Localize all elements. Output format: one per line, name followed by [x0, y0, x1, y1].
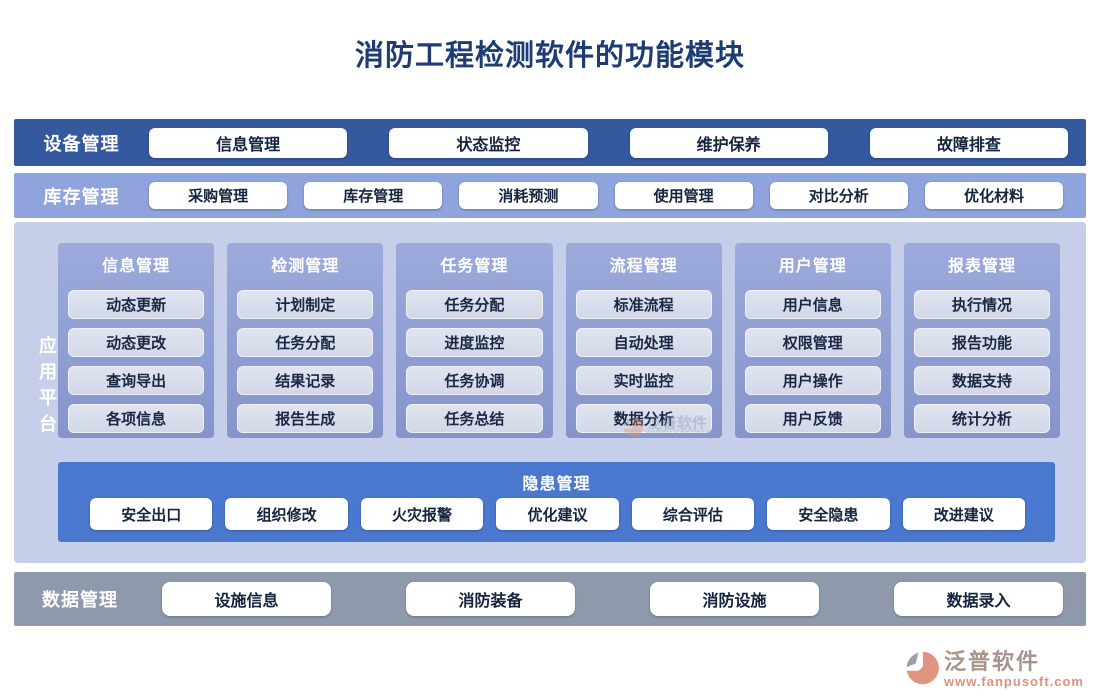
fanpu-logo: 泛普软件 www.fanpusoft.com — [904, 650, 1084, 689]
column-detection-mgmt: 检测管理 计划制定 任务分配 结果记录 报告生成 — [227, 243, 384, 438]
device-item-maintenance[interactable]: 维护保养 — [629, 127, 828, 158]
column-task-mgmt: 任务管理 任务分配 进度监控 任务协调 任务总结 — [396, 243, 553, 438]
process-item-auto-handle[interactable]: 自动处理 — [575, 328, 712, 357]
inventory-item-stock[interactable]: 库存管理 — [304, 182, 443, 209]
hazard-item-improve-suggestion[interactable]: 改进建议 — [902, 498, 1025, 530]
user-item-permission[interactable]: 权限管理 — [744, 328, 881, 357]
data-item-data-entry[interactable]: 数据录入 — [894, 582, 1063, 616]
report-item-data-support[interactable]: 数据支持 — [913, 366, 1051, 395]
data-item-fire-equipment[interactable]: 消防装备 — [406, 582, 575, 616]
report-item-report-function[interactable]: 报告功能 — [913, 328, 1051, 357]
inventory-item-usage[interactable]: 使用管理 — [614, 182, 753, 209]
data-item-facility-info[interactable]: 设施信息 — [162, 582, 331, 616]
column-title: 报表管理 — [947, 258, 1016, 275]
hazard-items: 安全出口 组织修改 火灾报警 优化建议 综合评估 安全隐患 改进建议 — [58, 494, 1055, 530]
inventory-item-purchase[interactable]: 采购管理 — [149, 182, 288, 209]
user-item-info[interactable]: 用户信息 — [744, 290, 881, 319]
column-title: 任务管理 — [440, 258, 509, 275]
hazard-title: 隐患管理 — [522, 476, 591, 493]
info-item-dynamic-update[interactable]: 动态更新 — [68, 290, 205, 319]
column-title: 用户管理 — [778, 258, 847, 275]
user-item-operation[interactable]: 用户操作 — [744, 366, 881, 395]
task-item-assign[interactable]: 任务分配 — [406, 290, 543, 319]
detection-item-report-generate[interactable]: 报告生成 — [237, 404, 374, 433]
hazard-item-org-modify[interactable]: 组织修改 — [225, 498, 348, 530]
process-item-realtime-monitor[interactable]: 实时监控 — [575, 366, 712, 395]
device-item-status-monitor[interactable]: 状态监控 — [389, 127, 588, 158]
info-item-dynamic-change[interactable]: 动态更改 — [68, 328, 205, 357]
hazard-item-safety-hazard[interactable]: 安全隐患 — [767, 498, 890, 530]
hazard-management-section: 隐患管理 安全出口 组织修改 火灾报警 优化建议 综合评估 安全隐患 改进建议 — [58, 462, 1055, 542]
hazard-item-optimize-suggestion[interactable]: 优化建议 — [496, 498, 619, 530]
hazard-item-safety-exit[interactable]: 安全出口 — [90, 498, 213, 530]
logo-name: 泛普软件 — [943, 649, 1040, 674]
device-row-label: 设备管理 — [43, 133, 120, 154]
data-row-items: 设施信息 消防装备 消防设施 数据录入 — [162, 582, 1086, 616]
logo-url: www.fanpusoft.com — [943, 674, 1084, 689]
inventory-item-consumption-forecast[interactable]: 消耗预测 — [459, 182, 598, 209]
logo-text: 泛普软件 www.fanpusoft.com — [943, 649, 1084, 690]
hazard-item-comprehensive-eval[interactable]: 综合评估 — [631, 498, 755, 530]
inventory-row-label: 库存管理 — [43, 186, 120, 207]
hazard-item-fire-alarm[interactable]: 火灾报警 — [360, 498, 484, 530]
info-item-query-export[interactable]: 查询导出 — [68, 366, 205, 395]
task-item-progress-monitor[interactable]: 进度监控 — [406, 328, 543, 357]
detection-item-result-record[interactable]: 结果记录 — [237, 366, 374, 395]
device-item-info-mgmt[interactable]: 信息管理 — [149, 127, 348, 158]
device-management-row: 设备管理 信息管理 状态监控 维护保养 故障排查 — [14, 119, 1086, 166]
detection-item-plan[interactable]: 计划制定 — [237, 290, 374, 319]
inventory-row-items: 采购管理 库存管理 消耗预测 使用管理 对比分析 优化材料 — [149, 182, 1086, 209]
process-item-data-analysis[interactable]: 数据分析 — [575, 404, 712, 433]
task-item-summary[interactable]: 任务总结 — [406, 404, 543, 433]
device-item-troubleshooting[interactable]: 故障排查 — [869, 127, 1068, 158]
column-report-mgmt: 报表管理 执行情况 报告功能 数据支持 统计分析 — [903, 243, 1061, 438]
column-process-mgmt: 流程管理 标准流程 自动处理 实时监控 数据分析 — [565, 243, 722, 438]
report-item-statistics[interactable]: 统计分析 — [913, 404, 1051, 433]
module-columns: 信息管理 动态更新 动态更改 查询导出 各项信息 检测管理 计划制定 任务分配 … — [58, 243, 1061, 438]
column-title: 流程管理 — [609, 258, 678, 275]
device-row-items: 信息管理 状态监控 维护保养 故障排查 — [149, 127, 1086, 158]
application-platform-panel: 应用平台 信息管理 动态更新 动态更改 查询导出 各项信息 检测管理 计划制定 … — [14, 222, 1086, 563]
task-item-coordination[interactable]: 任务协调 — [406, 366, 543, 395]
page-title: 消防工程检测软件的功能模块 — [354, 40, 745, 72]
inventory-item-material-optimization[interactable]: 优化材料 — [924, 182, 1064, 209]
user-item-feedback[interactable]: 用户反馈 — [744, 404, 881, 433]
platform-vertical-label: 应用平台 — [37, 336, 57, 440]
column-title: 检测管理 — [271, 258, 340, 275]
data-item-fire-facilities[interactable]: 消防设施 — [650, 582, 819, 616]
inventory-management-row: 库存管理 采购管理 库存管理 消耗预测 使用管理 对比分析 优化材料 — [14, 173, 1086, 218]
data-row-label: 数据管理 — [42, 590, 118, 610]
column-info-mgmt: 信息管理 动态更新 动态更改 查询导出 各项信息 — [58, 243, 215, 438]
report-item-execution-status[interactable]: 执行情况 — [913, 290, 1051, 319]
column-user-mgmt: 用户管理 用户信息 权限管理 用户操作 用户反馈 — [734, 243, 891, 438]
detection-item-task-assign[interactable]: 任务分配 — [237, 328, 374, 357]
info-item-all-info[interactable]: 各项信息 — [68, 404, 205, 433]
inventory-item-comparison[interactable]: 对比分析 — [769, 182, 908, 209]
data-management-row: 数据管理 设施信息 消防装备 消防设施 数据录入 — [14, 572, 1086, 626]
column-title: 信息管理 — [102, 258, 171, 275]
fanpu-logo-icon — [906, 651, 939, 685]
process-item-standard-flow[interactable]: 标准流程 — [575, 290, 712, 319]
